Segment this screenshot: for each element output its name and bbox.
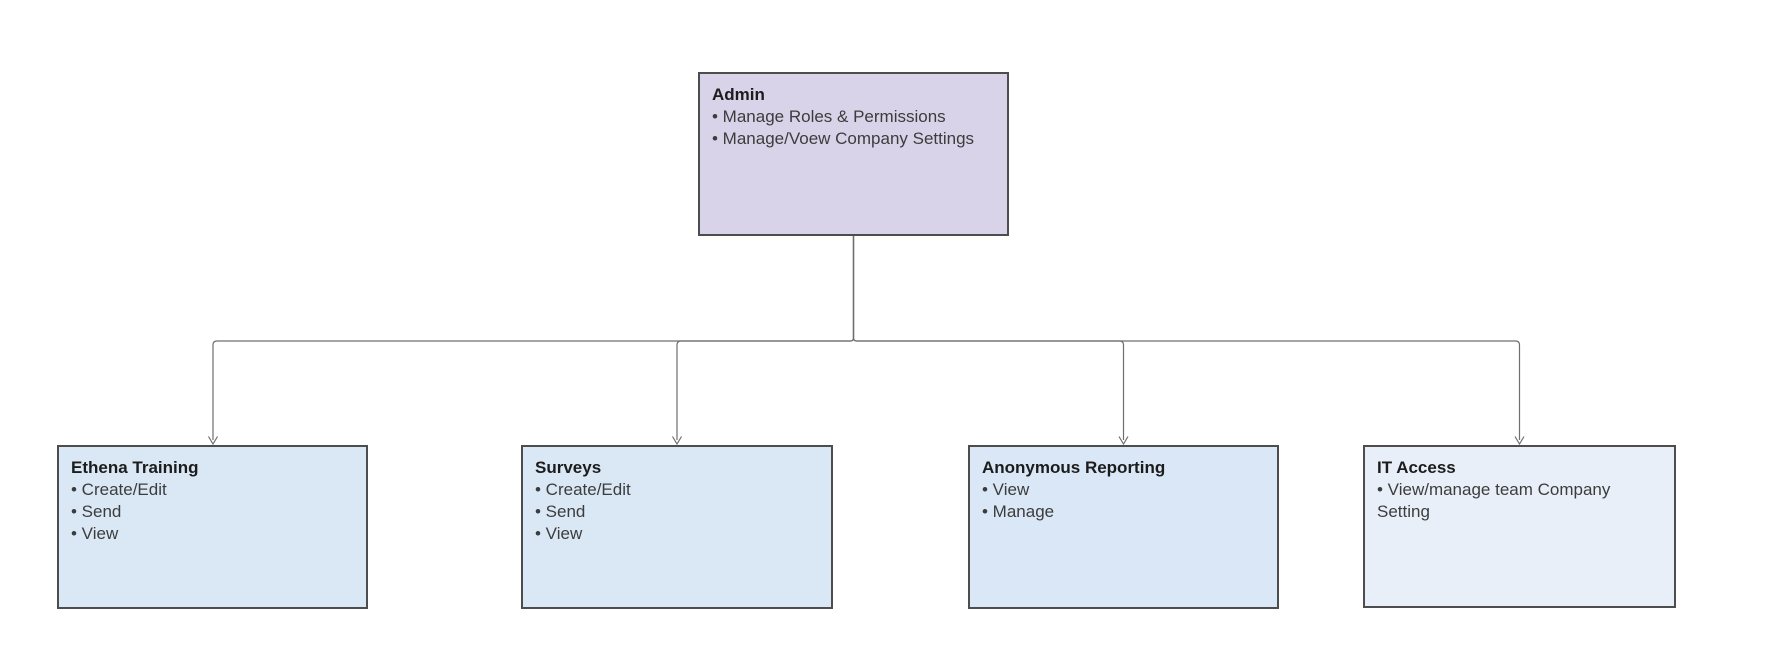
node-anonymous-reporting-bullet-2: • Manage [982, 502, 1055, 521]
node-it-access-bullet-1: • View/manage team Company Setting [1377, 480, 1611, 521]
node-ethena-training[interactable]: Ethena Training • Create/Edit • Send • V… [57, 445, 368, 609]
node-ethena-training-bullet-3: • View [71, 524, 119, 543]
node-it-access[interactable]: IT Access • View/manage team Company Set… [1363, 445, 1676, 608]
node-anonymous-reporting[interactable]: Anonymous Reporting • View • Manage [968, 445, 1279, 609]
node-surveys-bullet-3: • View [535, 524, 583, 543]
node-ethena-training-title: Ethena Training [71, 458, 199, 477]
node-admin[interactable]: Admin • Manage Roles & Permissions • Man… [698, 72, 1009, 236]
node-anonymous-reporting-title: Anonymous Reporting [982, 458, 1166, 477]
node-anonymous-reporting-bullet-1: • View [982, 480, 1030, 499]
arrowhead-icon [671, 436, 683, 446]
arrowhead-icon [1118, 436, 1129, 446]
node-it-access-title: IT Access [1377, 458, 1456, 477]
node-surveys-title: Surveys [535, 458, 602, 477]
node-surveys-bullet-1: • Create/Edit [535, 480, 631, 499]
arrowhead-icon [1514, 436, 1525, 446]
node-admin-bullet-1: • Manage Roles & Permissions [712, 107, 946, 126]
node-ethena-training-bullet-1: • Create/Edit [71, 480, 167, 499]
edge-admin-to-surveys [671, 236, 855, 446]
node-admin-bullet-2: • Manage/Voew Company Settings [712, 129, 975, 148]
node-ethena-training-bullet-2: • Send [71, 502, 122, 521]
arrowhead-icon [207, 436, 219, 446]
edge-admin-to-it-access [852, 236, 1525, 446]
edge-admin-to-ethena-training [207, 236, 855, 446]
node-surveys[interactable]: Surveys • Create/Edit • Send • View [521, 445, 833, 609]
node-admin-title: Admin [712, 85, 765, 104]
node-surveys-bullet-2: • Send [535, 502, 586, 521]
edge-admin-to-anonymous-reporting [852, 236, 1129, 446]
